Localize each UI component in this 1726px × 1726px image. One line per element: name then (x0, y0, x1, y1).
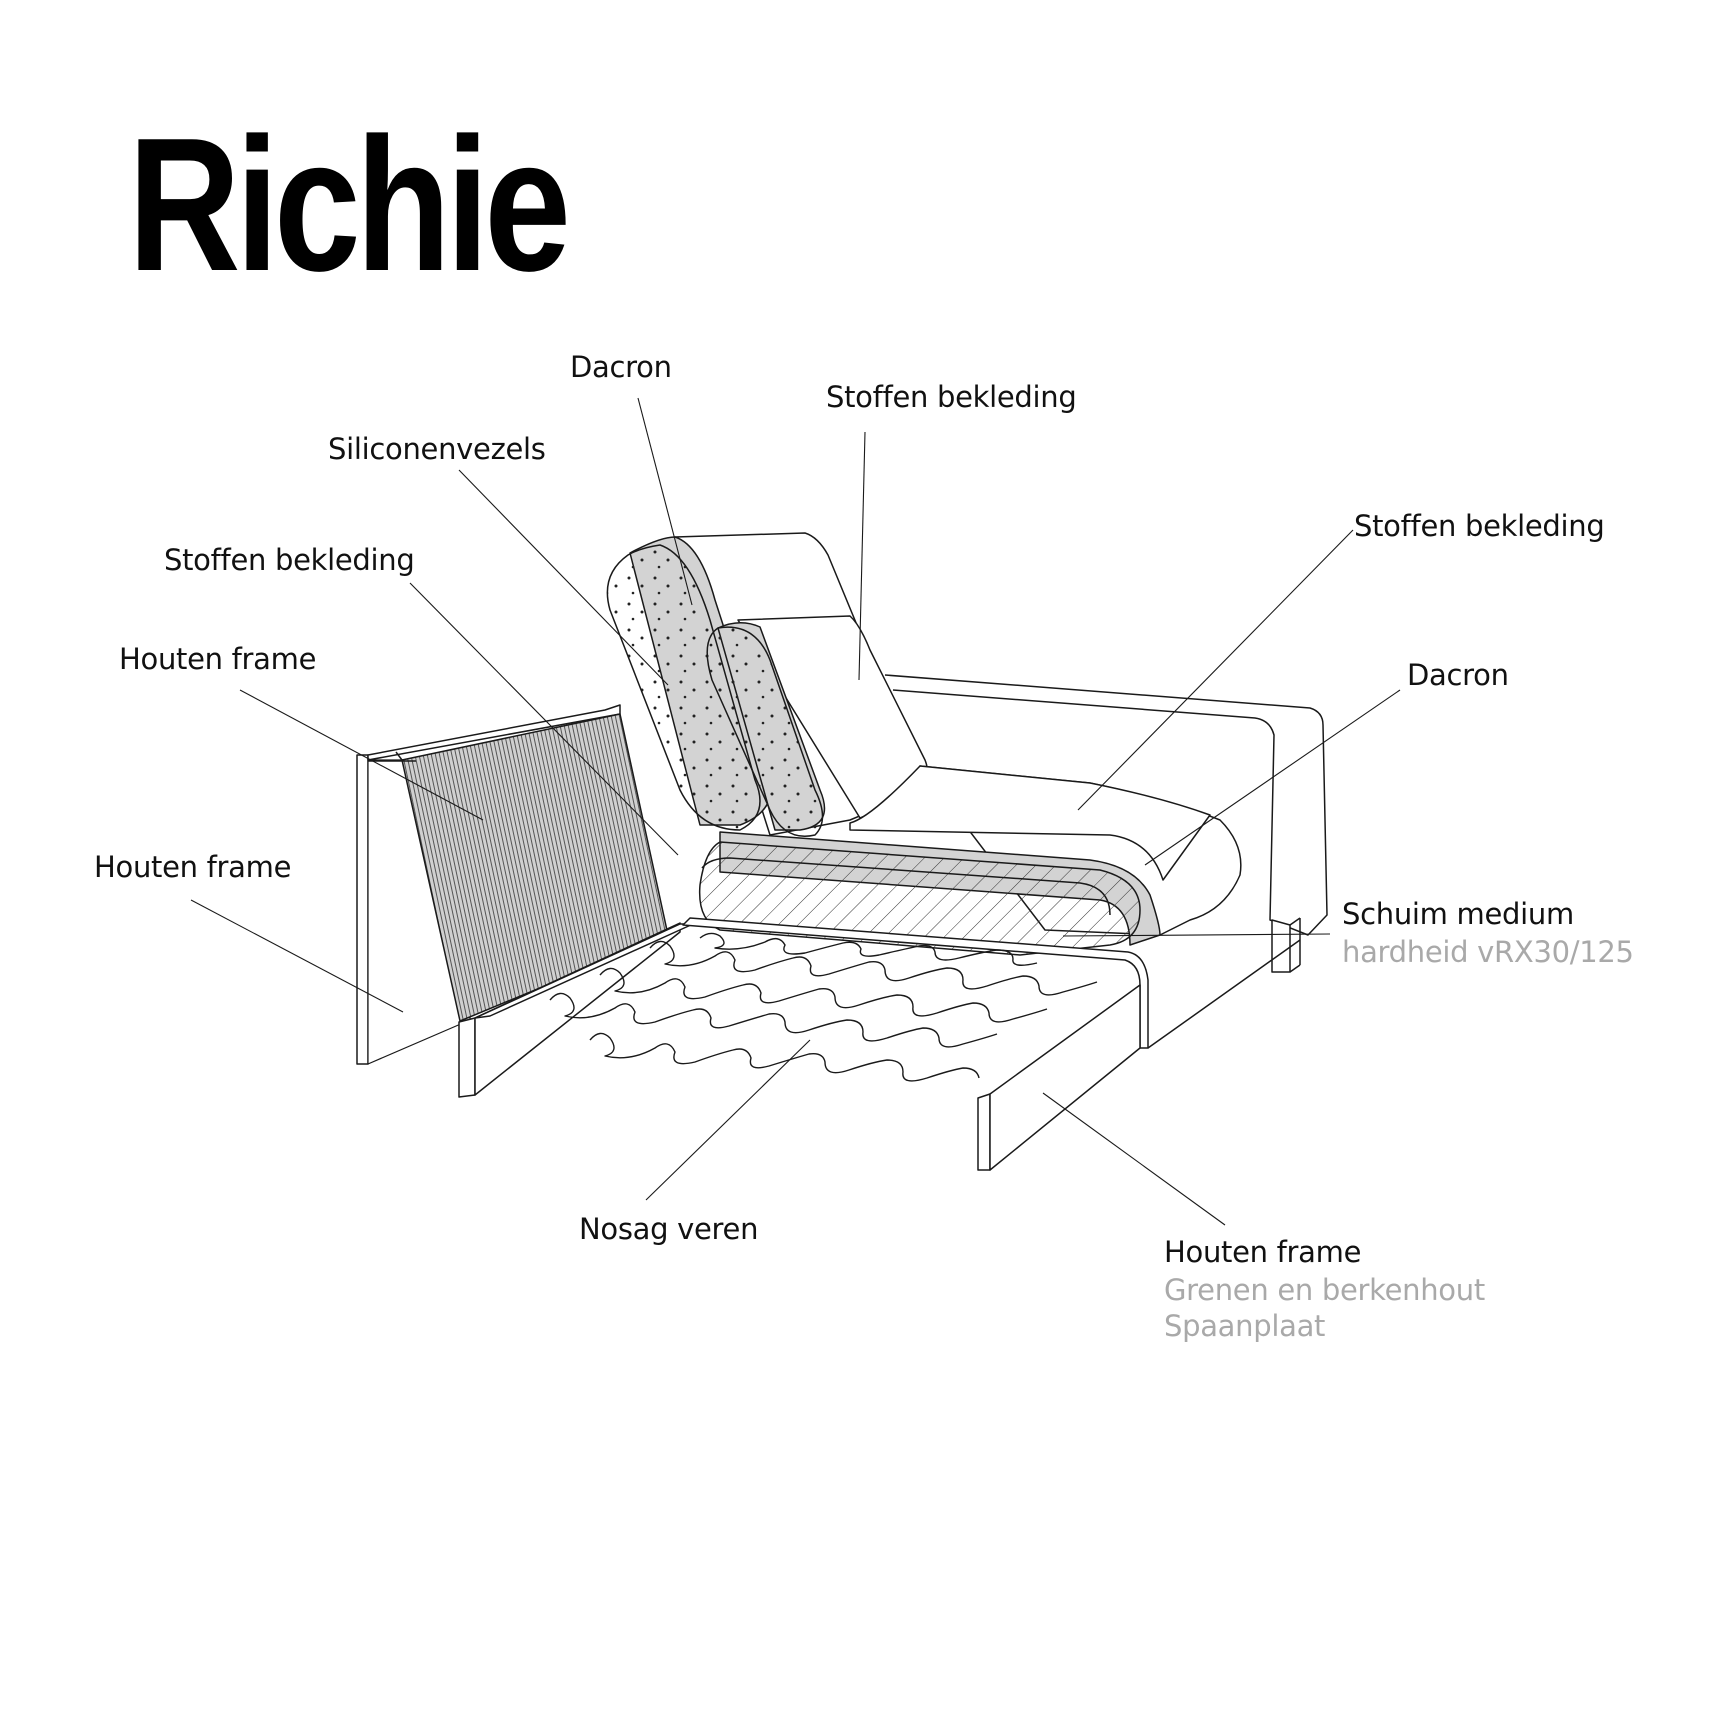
label-houten-frame-bottom: Houten frame (1164, 1235, 1362, 1269)
label-houten-frame-2: Houten frame (94, 850, 292, 884)
label-stoffen-bekleding-top: Stoffen bekleding (826, 380, 1077, 414)
label-schuim-hardness: hardheid vRX30/125 (1342, 935, 1634, 969)
nosag-springs (549, 932, 1098, 1082)
product-title: Richie (128, 99, 571, 311)
label-stoffen-bekleding-right: Stoffen bekleding (1354, 509, 1605, 543)
leader-lines (190, 397, 1401, 1226)
label-houten-frame-1: Houten frame (119, 642, 317, 676)
label-chipboard: Spaanplaat (1164, 1309, 1326, 1343)
back-cushion-small (706, 615, 929, 837)
label-nosag-veren: Nosag veren (579, 1212, 759, 1246)
left-frame-panel (356, 704, 669, 1065)
label-dacron-right: Dacron (1407, 658, 1509, 692)
label-siliconenvezels: Siliconenvezels (328, 432, 546, 466)
label-wood-type: Grenen en berkenhout (1164, 1273, 1485, 1307)
front-rail-right (977, 939, 1301, 1171)
label-dacron-top: Dacron (570, 350, 672, 384)
label-schuim-medium: Schuim medium (1342, 897, 1574, 931)
front-rail-left (458, 922, 694, 1098)
right-armrest (884, 674, 1328, 973)
label-stoffen-bekleding-left: Stoffen bekleding (164, 543, 415, 577)
